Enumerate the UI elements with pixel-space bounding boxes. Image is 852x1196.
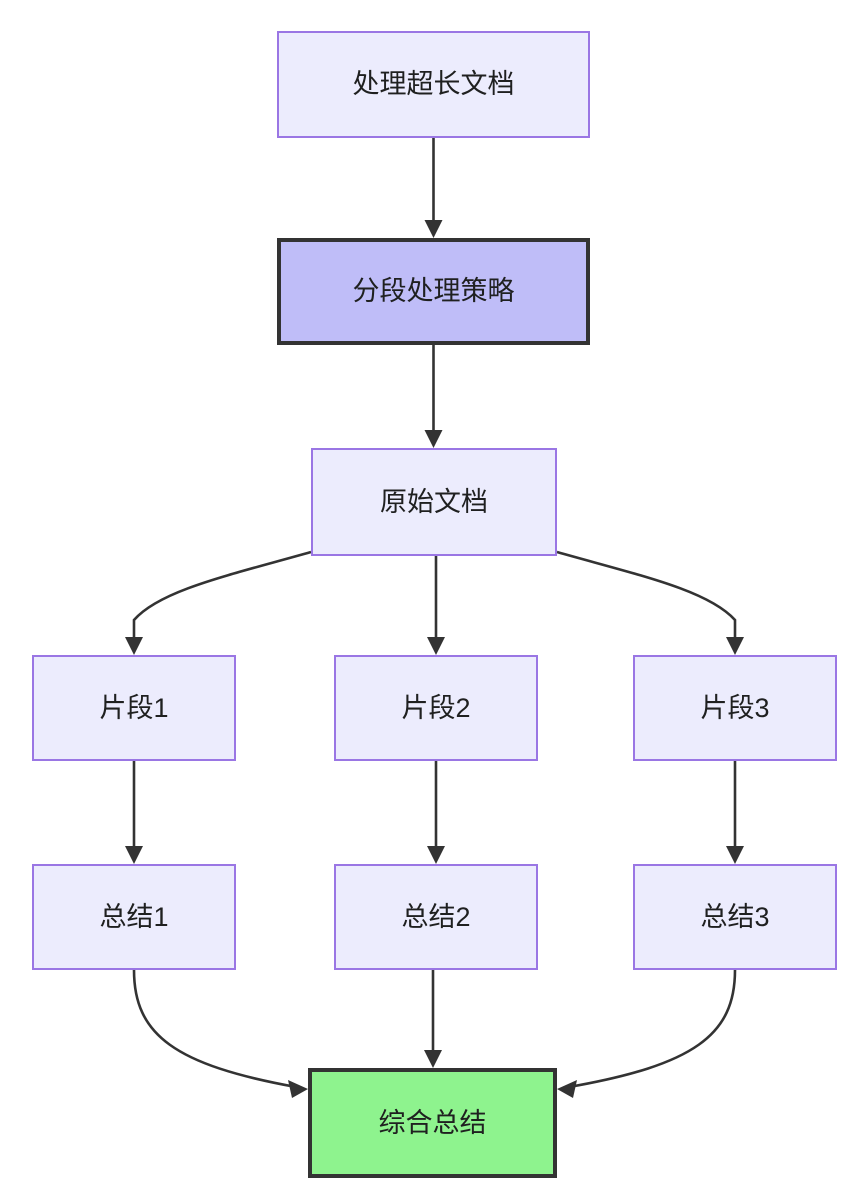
node-summary-3[interactable]: 总结3 <box>633 864 837 970</box>
edge-fragment-1-to-summary-1 <box>125 761 143 864</box>
node-label: 处理超长文档 <box>352 69 515 100</box>
node-label: 原始文档 <box>380 486 488 517</box>
edge-chunk-strategy-to-source-doc <box>424 345 443 448</box>
node-chunk-strategy[interactable]: 分段处理策略 <box>277 238 590 345</box>
node-label: 片段2 <box>401 692 471 723</box>
edge-summary-1-to-final-summary <box>132 969 308 1098</box>
node-source-doc[interactable]: 原始文档 <box>311 448 557 556</box>
node-label: 分段处理策略 <box>352 276 515 307</box>
edge-handle-long-doc-to-chunk-strategy <box>424 138 443 238</box>
node-label: 总结1 <box>99 901 169 932</box>
edge-fragment-2-to-summary-2 <box>427 761 445 864</box>
edge-source-doc-to-fragment-3 <box>556 550 744 655</box>
node-label: 总结3 <box>700 901 770 932</box>
node-label: 片段3 <box>700 692 770 723</box>
node-summary-1[interactable]: 总结1 <box>32 864 236 970</box>
edge-fragment-3-to-summary-3 <box>726 761 744 864</box>
edge-summary-2-to-final-summary <box>424 970 442 1068</box>
node-summary-2[interactable]: 总结2 <box>334 864 538 970</box>
node-fragment-1[interactable]: 片段1 <box>32 655 236 761</box>
node-label: 总结2 <box>401 901 471 932</box>
node-final-summary[interactable]: 综合总结 <box>308 1068 557 1178</box>
edge-summary-3-to-final-summary <box>557 969 737 1098</box>
edge-source-doc-to-fragment-2 <box>427 556 445 655</box>
node-fragment-3[interactable]: 片段3 <box>633 655 837 761</box>
node-label: 片段1 <box>99 692 169 723</box>
node-handle-long-doc[interactable]: 处理超长文档 <box>277 31 590 138</box>
node-fragment-2[interactable]: 片段2 <box>334 655 538 761</box>
edge-source-doc-to-fragment-1 <box>125 550 312 655</box>
node-label: 综合总结 <box>378 1107 487 1138</box>
